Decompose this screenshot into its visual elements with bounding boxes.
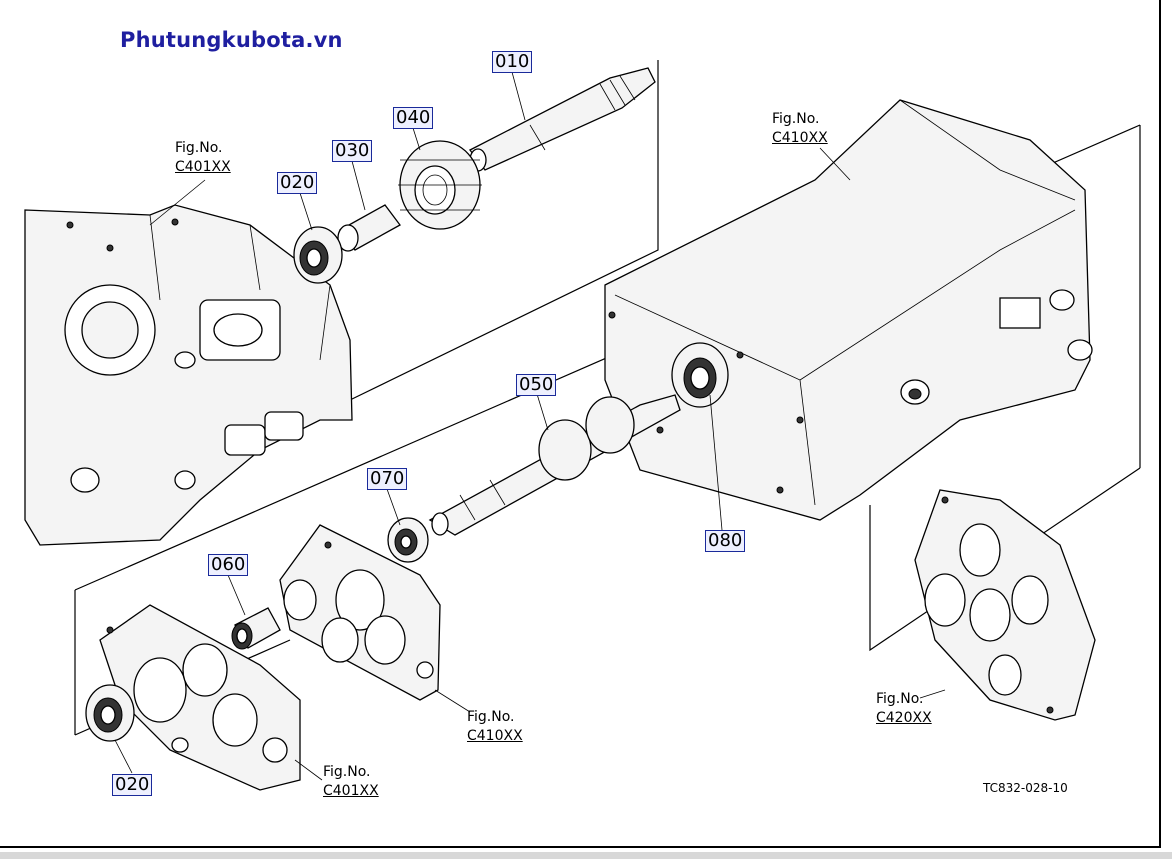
fig-ref-prefix: Fig.No. (467, 709, 515, 725)
housing-left (24, 204, 353, 546)
bearing-020-top (293, 226, 343, 284)
part-number-070[interactable]: 070 (367, 468, 408, 490)
drawing-code: TC832-028-10 (983, 781, 1068, 795)
fig-ref-code: C410XX (772, 130, 828, 146)
fig-ref-code: C401XX (175, 159, 231, 175)
fig-ref-code: C420XX (876, 710, 932, 726)
fig-ref-prefix: Fig.No. (323, 764, 371, 780)
fig-ref-c401-top[interactable]: Fig.No. C401XX (175, 139, 231, 177)
transmission-case (604, 99, 1093, 521)
fig-ref-prefix: Fig.No. (772, 111, 820, 127)
site-title[interactable]: Phutungkubota.vn (120, 28, 343, 52)
bearing-070 (387, 517, 429, 563)
part-number-010[interactable]: 010 (492, 51, 533, 73)
window-bottom-edge (0, 852, 1172, 859)
leader-lines (114, 71, 946, 781)
part-number-020-bottom[interactable]: 020 (112, 774, 153, 796)
fig-ref-c410-bottom[interactable]: Fig.No. C410XX (467, 708, 523, 746)
fig-ref-code: C410XX (467, 728, 523, 744)
part-number-020-top[interactable]: 020 (277, 172, 318, 194)
gear-040 (398, 140, 482, 230)
fig-ref-c420[interactable]: Fig.No. C420XX (876, 690, 932, 728)
plate-c410 (279, 524, 441, 701)
frame-border-right (1159, 0, 1161, 846)
part-number-050[interactable]: 050 (516, 374, 557, 396)
collar-030 (337, 204, 401, 252)
housing-bottom-left (99, 604, 301, 791)
part-number-030[interactable]: 030 (332, 140, 373, 162)
frame-border-bottom (0, 846, 1161, 848)
fig-ref-prefix: Fig.No. (175, 140, 223, 156)
fig-ref-c401-bottom[interactable]: Fig.No. C401XX (323, 763, 379, 801)
fig-ref-prefix: Fig.No. (876, 691, 924, 707)
fig-ref-c410-top[interactable]: Fig.No. C410XX (772, 110, 828, 148)
collar-060 (231, 607, 281, 650)
shaft-010 (469, 67, 656, 172)
part-number-060[interactable]: 060 (208, 554, 249, 576)
cover-c420 (914, 489, 1096, 721)
fig-ref-code: C401XX (323, 783, 379, 799)
part-number-040[interactable]: 040 (393, 107, 434, 129)
part-number-080[interactable]: 080 (705, 530, 746, 552)
bearing-020-bottom (85, 684, 135, 742)
gear-shaft-050 (428, 394, 681, 536)
